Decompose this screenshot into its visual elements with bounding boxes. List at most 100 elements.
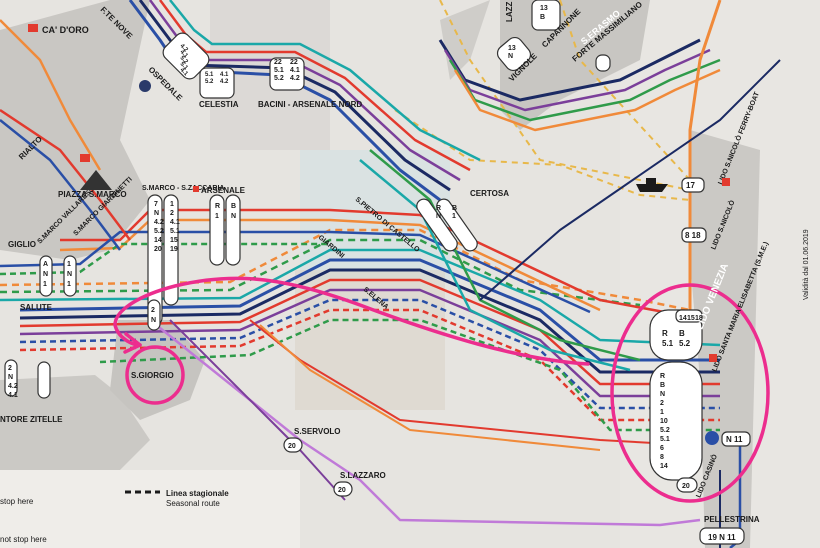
label-certosa: CERTOSA [470,189,509,198]
line-code: 13 [508,45,516,52]
code-bottom: 19 N 11 [708,533,736,542]
ticket-icon [193,186,199,192]
bus-icon [705,431,719,445]
legend-not-stop-here: not stop here [0,535,47,544]
line-code: 4.2 [179,43,190,54]
line-code: 22 [274,59,282,66]
line-code: 15 [170,237,178,244]
line-code: 4.2 [154,219,164,226]
label-celestia: CELESTIA [199,100,239,109]
line-code: N [436,213,441,220]
line-code: 1 [43,281,47,288]
codes-salute: 1N1 [67,261,72,288]
line-code: 10 [660,418,668,425]
single-codes: 17 8 18 20 20 20 N 11 19 N 11 [288,181,743,542]
line-code: N [43,271,48,278]
line-code: R [662,329,668,338]
label-piazza-s-marco: PIAZZA S.MARCO [58,190,127,199]
label-lazzaretto: LAZZ [505,1,514,22]
line-code: 5.2 [274,75,284,82]
code-20-casino: 20 [682,483,690,490]
line-code: 1 [170,201,174,208]
codes-giglio: AN 1 [43,261,48,288]
line-code: N [231,213,236,220]
line-code: 7 [154,201,158,208]
line-code: 5.1 [170,228,180,235]
validity-note: Validità dal 01.06.2019 [803,229,810,300]
line-code: N [151,317,156,324]
annotation-circle-lido [610,283,770,503]
line-code: B [660,382,665,389]
line-code: R [436,205,441,212]
line-code: 5.1 [205,72,214,78]
line-code: B [679,329,685,338]
ticket-icon [722,178,730,186]
codes-zitelle: 2N 4.2 4.1 [8,365,18,399]
ticket-icon [80,154,90,162]
code-20-lazzaro: 20 [338,487,346,494]
label-bacini: BACINI - ARSENALE NORD [258,100,362,109]
line-code: N [660,391,665,398]
line-code: 5.2 [660,427,670,434]
ticket-icon [709,354,717,362]
line-code: 5.2 [154,228,164,235]
line-code: 8 [660,454,664,461]
line-code: 22 [290,59,298,66]
line-code: 5.2 [679,339,691,348]
label-redentore: NTORE [0,415,29,424]
code-20-servolo: 20 [288,443,296,450]
label-s-giorgio: S.GIORGIO [131,371,174,380]
line-code: 4.1 [220,72,229,78]
line-code: 2 [8,365,12,372]
line-code: N [154,210,159,217]
lido-capsule-main [649,361,703,481]
line-code: B [231,203,236,210]
line-code: 1 [215,213,219,220]
line-code: A [43,261,48,268]
line-code: 19 [170,246,178,253]
pink-annotation [113,276,770,503]
ticket-icon [28,24,38,32]
ferry-boat-icon [636,178,668,192]
line-code: N [67,271,72,278]
line-code: 5.1 [179,61,190,72]
line-code: R [215,203,220,210]
line-code: 1 [452,213,456,220]
line-code: 4.2 [290,75,300,82]
line-code: 4.1 [170,219,180,226]
line-code: 5.2 [205,79,214,85]
line-code: 4.2 [8,383,18,390]
line-code: 5.2 [179,55,190,66]
code-n11: N 11 [726,435,743,444]
stop-capsules [4,0,751,545]
line-code: 2 [660,400,664,407]
line-code: 4.1 [179,49,190,60]
legend-seasonal-en: Seasonal route [166,499,220,508]
line-code: 14 [154,237,162,244]
line-code: 4.1 [8,392,18,399]
line-code: 4.2 [220,79,229,85]
label-pellestrina: PELLESTRINA [704,515,760,524]
codes-ospedale: 4.24.15.25.14.1 [179,43,190,78]
legend-stop-here: stop here [0,497,34,506]
line-code: N [508,53,513,60]
line-code: 5.1 [274,67,284,74]
label-giglio: GIGLIO [8,240,36,249]
line-code: 2 [151,307,155,314]
line-code: 14 [679,315,687,322]
code-17: 17 [686,181,695,190]
line-code: N [8,374,13,381]
legend-seasonal-it: Linea stagionale [166,489,229,498]
line-code: 6 [660,445,664,452]
label-salute: SALUTE [20,303,53,312]
label-ca-doro: CA' D'ORO [42,25,89,35]
hospital-icon [139,80,151,92]
codes-vignole: 13N [508,45,516,60]
label-arsenale: ARSENALE [201,186,246,195]
